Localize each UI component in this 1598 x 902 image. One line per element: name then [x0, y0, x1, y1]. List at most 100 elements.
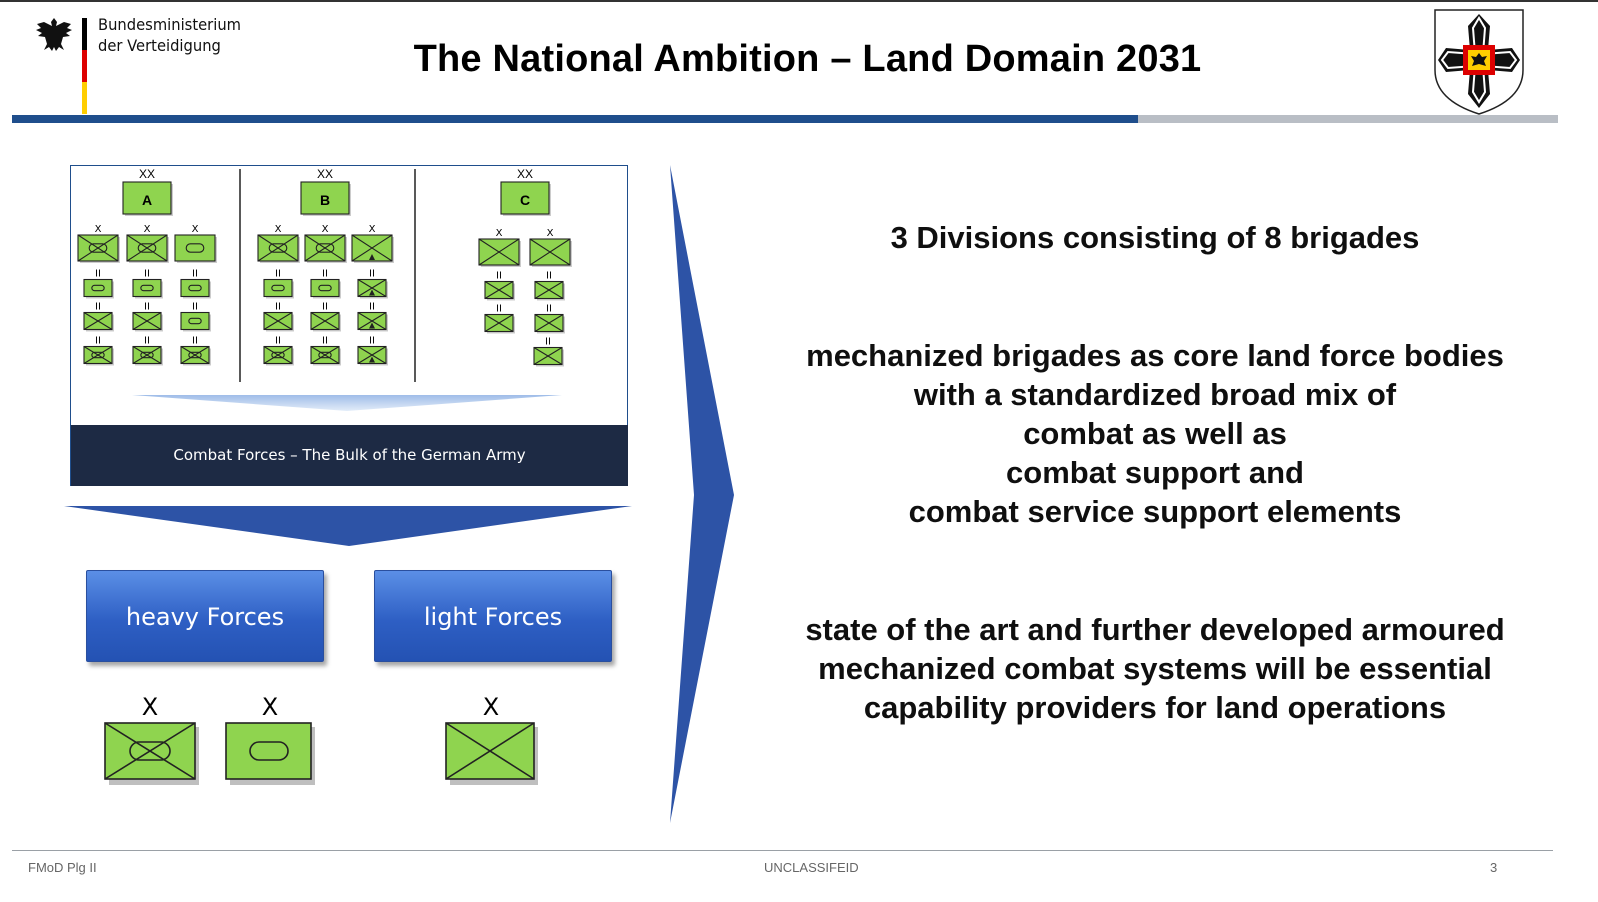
point-combat-systems: state of the art and further developed a… — [745, 610, 1565, 727]
flag-stripe — [82, 18, 87, 114]
unit-symbol — [263, 345, 294, 366]
unit-symbol — [174, 234, 217, 263]
unit-symbol — [132, 278, 163, 299]
unit-symbol — [310, 345, 341, 366]
point2-line: combat service support elements — [908, 494, 1402, 529]
echelon-mark: II — [546, 271, 552, 282]
federal-eagle-icon — [36, 18, 72, 51]
top-border — [0, 0, 1598, 2]
point3-line: capability providers for land operations — [863, 690, 1447, 725]
point3-line: state of the art and further developed a… — [805, 612, 1505, 647]
division-hq-box — [500, 181, 551, 216]
echelon-mark: X — [547, 228, 554, 239]
echelon-mark: II — [192, 302, 198, 313]
heavy-brigade-tank-symbol: X — [225, 693, 315, 785]
division-label-b: B — [320, 192, 330, 208]
division-hq-box — [122, 181, 173, 216]
unit-symbol — [180, 345, 211, 366]
point2-line: combat support and — [1006, 455, 1304, 490]
point3-line: mechanized combat systems will be essent… — [818, 651, 1492, 686]
echelon-mark: II — [369, 269, 375, 280]
ministry-line-2: der Verteidigung — [98, 36, 221, 55]
unit-symbol — [132, 345, 163, 366]
header-rule-grey — [1138, 115, 1558, 123]
echelon-mark: II — [322, 336, 328, 347]
echelon-mark: II — [275, 302, 281, 313]
echelon-mark: II — [144, 336, 150, 347]
echelon-mark: X — [496, 228, 503, 239]
unit-symbol — [180, 278, 211, 299]
point-mechanized-brigades: mechanized brigades as core land force b… — [745, 336, 1565, 531]
unit-symbol — [357, 278, 388, 299]
unit-symbol — [304, 234, 347, 263]
echelon-mark: II — [144, 269, 150, 280]
ministry-line-1: Bundesministerium — [98, 15, 241, 34]
funnel-arrow — [64, 506, 632, 546]
unit-symbol — [83, 345, 114, 366]
heavy-brigade-armoured-symbol: X — [104, 693, 199, 785]
unit-symbol — [263, 278, 294, 299]
echelon-mark: II — [545, 337, 551, 348]
echelon-mark: II — [95, 269, 101, 280]
division-echelon-c: XX — [517, 167, 533, 181]
echelon-mark: X — [95, 224, 102, 235]
echelon-mark: II — [192, 336, 198, 347]
echelon-mark: X — [275, 224, 282, 235]
footer-rule — [12, 850, 1553, 851]
svg-text:X: X — [142, 693, 158, 721]
division-echelon-a: XX — [139, 167, 155, 181]
unit-symbol — [83, 311, 114, 332]
unit-symbol — [357, 345, 388, 366]
unit-symbol — [478, 238, 521, 267]
echelon-mark: X — [144, 224, 151, 235]
echelon-mark: II — [496, 304, 502, 315]
unit-symbol — [263, 311, 294, 332]
chevron-arrow — [670, 165, 734, 823]
unit-symbol — [132, 311, 163, 332]
light-forces-button[interactable]: light Forces — [374, 570, 612, 662]
footer-page-number: 3 — [1490, 860, 1498, 875]
unit-symbol — [77, 234, 120, 263]
unit-symbol — [351, 234, 394, 263]
ministry-name: Bundesministerium der Verteidigung — [98, 14, 241, 56]
echelon-mark: II — [369, 302, 375, 313]
point2-line: with a standardized broad mix of — [913, 377, 1397, 412]
echelon-mark: II — [369, 336, 375, 347]
merge-sweep — [132, 395, 562, 411]
echelon-mark: II — [496, 271, 502, 282]
unit-symbol — [126, 234, 169, 263]
unit-symbol — [533, 346, 564, 367]
header-rule-blue — [12, 115, 1138, 123]
echelon-mark: II — [322, 269, 328, 280]
footer-classification: UNCLASSIFEID — [764, 860, 859, 875]
echelon-mark: X — [322, 224, 329, 235]
division-echelon-b: XX — [317, 167, 333, 181]
footer-department: FMoD Plg II — [28, 860, 97, 875]
unit-symbol — [534, 313, 565, 334]
unit-symbol — [534, 280, 565, 301]
unit-symbol — [357, 311, 388, 332]
echelon-mark: II — [192, 269, 198, 280]
echelon-mark: II — [95, 302, 101, 313]
echelon-mark: X — [192, 224, 199, 235]
division-label-c: C — [520, 192, 530, 208]
unit-symbol — [257, 234, 300, 263]
page-title: The National Ambition – Land Domain 2031 — [413, 38, 1202, 80]
echelon-mark: II — [275, 336, 281, 347]
svg-text:X: X — [262, 693, 278, 721]
force-type-symbols: X X X — [104, 693, 538, 785]
combat-forces-banner: Combat Forces – The Bulk of the German A… — [71, 425, 628, 486]
unit-symbol — [529, 238, 572, 267]
unit-symbol — [180, 311, 211, 332]
echelon-mark: II — [546, 304, 552, 315]
division-label-a: A — [142, 192, 152, 208]
echelon-mark: II — [95, 336, 101, 347]
unit-symbol — [310, 311, 341, 332]
light-brigade-infantry-symbol: X — [445, 693, 538, 785]
division-hq-box — [300, 181, 351, 216]
army-crest-icon — [1434, 9, 1524, 115]
unit-symbol — [310, 278, 341, 299]
echelon-mark: II — [144, 302, 150, 313]
heavy-forces-button[interactable]: heavy Forces — [86, 570, 324, 662]
